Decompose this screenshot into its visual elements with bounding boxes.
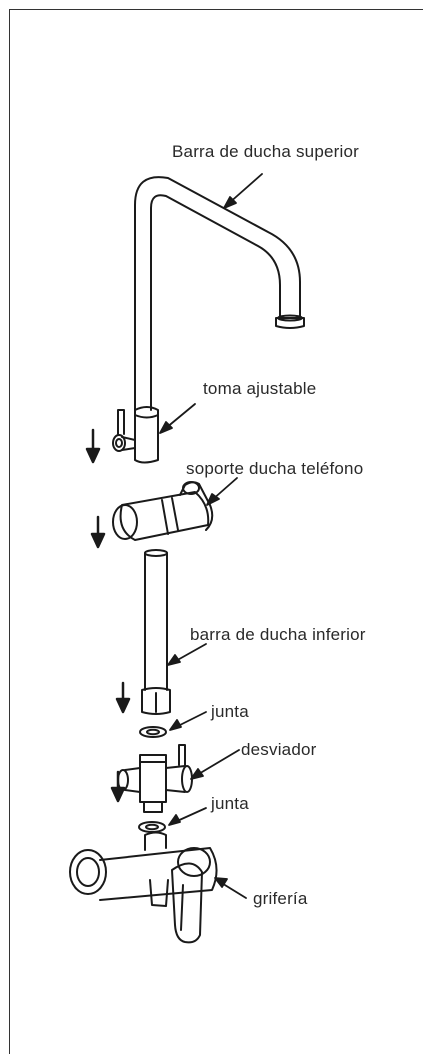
label-soporte-ducha: soporte ducha teléfono xyxy=(186,459,363,478)
label-barra-superior: Barra de ducha superior xyxy=(172,142,359,161)
label-desviador: desviador xyxy=(241,740,317,759)
label-junta-1: junta xyxy=(210,702,249,721)
direction-arrows xyxy=(85,428,131,803)
gasket-2 xyxy=(138,821,166,833)
label-griferia: grifería xyxy=(253,889,308,908)
shower-holder xyxy=(112,481,214,541)
label-junta-2: junta xyxy=(210,794,249,813)
diverter xyxy=(117,744,193,813)
labels: Barra de ducha superior toma ajustable s… xyxy=(172,142,366,908)
label-toma-ajustable: toma ajustable xyxy=(203,379,316,398)
page-frame xyxy=(9,9,423,1054)
leader-lines xyxy=(159,173,263,899)
faucet-mixer xyxy=(69,831,218,944)
adjustable-outlet xyxy=(112,406,159,464)
label-barra-inferior: barra de ducha inferior xyxy=(190,625,366,644)
lower-shower-bar xyxy=(141,549,171,715)
gasket-1 xyxy=(139,726,167,738)
upper-shower-bar xyxy=(134,176,305,411)
